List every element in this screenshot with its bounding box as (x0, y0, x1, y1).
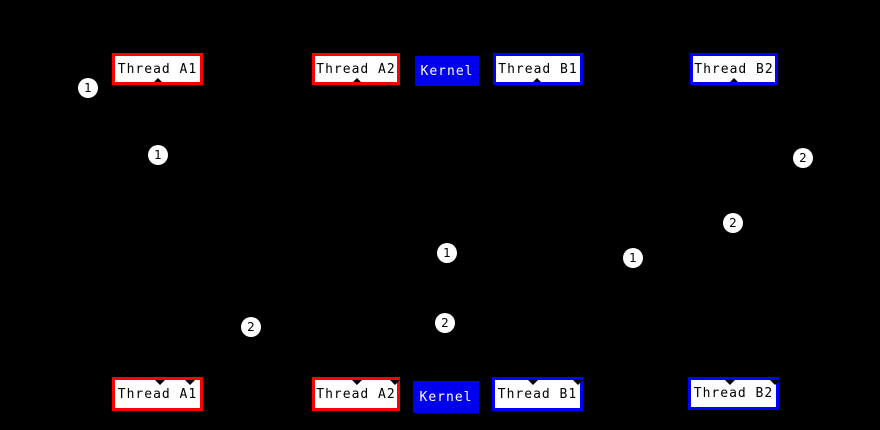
edge-label-text: 1 (629, 251, 637, 265)
node-kernel-bottom: Kernel (413, 381, 479, 413)
arrowhead-notch (528, 380, 538, 385)
edge-label-text: 1 (154, 148, 162, 162)
arrowhead-notch (390, 380, 400, 385)
arrowhead-notch (353, 78, 361, 82)
edge-label-circle: 2 (241, 317, 261, 337)
arrowhead-notch (154, 78, 162, 82)
node-label: Kernel (420, 63, 474, 79)
arrowhead-notch (185, 380, 195, 385)
arrowhead-notch (533, 78, 541, 82)
arrowhead-notch (770, 380, 780, 385)
arrowhead-notch (730, 78, 738, 82)
edge-label-text: 2 (799, 151, 807, 165)
edge-label-circle: 1 (437, 243, 457, 263)
node-label: Thread B2 (693, 386, 774, 401)
node-label: Thread A2 (316, 61, 396, 77)
node-label: Thread A1 (117, 386, 198, 402)
node-thread-b2-bottom: Thread B2 (688, 377, 779, 410)
edge-label-text: 2 (247, 320, 255, 334)
node-label: Thread B1 (498, 61, 578, 77)
edge-label-text: 1 (443, 246, 451, 260)
node-label: Thread A2 (316, 386, 396, 402)
node-kernel-top: Kernel (415, 56, 479, 86)
node-label: Kernel (419, 389, 473, 405)
edge-label-text: 2 (729, 216, 737, 230)
arrowhead-notch (352, 380, 362, 385)
arrowhead-notch (725, 380, 735, 385)
edge-label-circle: 1 (148, 145, 168, 165)
edge-label-text: 2 (441, 316, 449, 330)
arrowhead-notch (573, 380, 583, 385)
edge-label-text: 1 (84, 81, 92, 95)
node-label: Thread B2 (694, 61, 774, 77)
node-thread-b2-top: Thread B2 (690, 53, 778, 85)
edge-label-circle: 1 (623, 248, 643, 268)
arrowhead-notch (155, 380, 165, 385)
edge-label-circle: 2 (435, 313, 455, 333)
node-label: Thread A1 (117, 61, 198, 77)
edge-label-circle: 2 (793, 148, 813, 168)
edge-label-circle: 1 (78, 78, 98, 98)
node-label: Thread B1 (497, 386, 578, 402)
edge-label-circle: 2 (723, 213, 743, 233)
